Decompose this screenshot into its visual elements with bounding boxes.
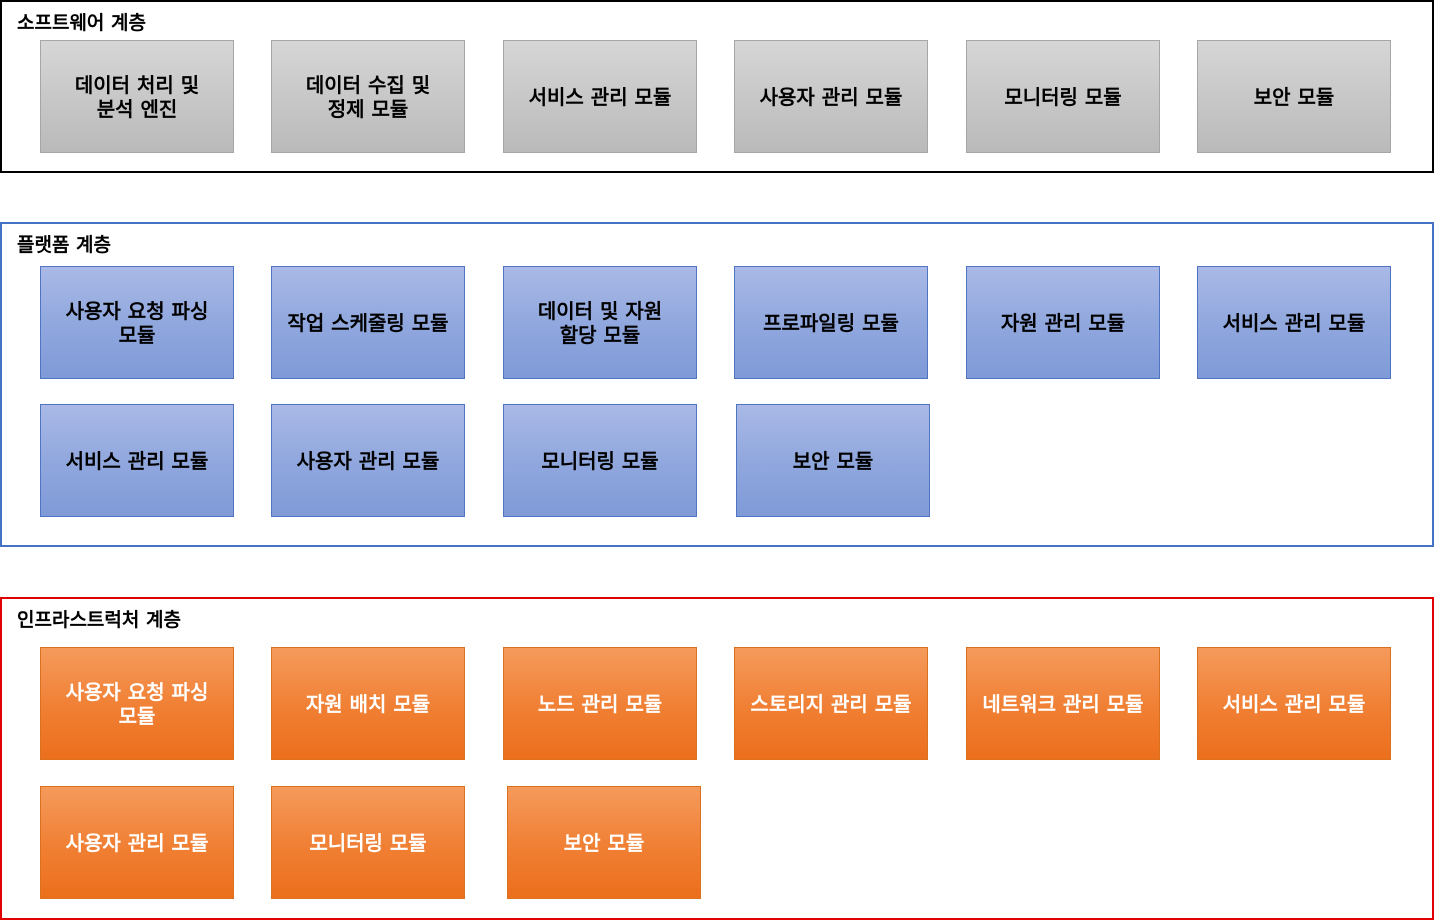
platform-module: 사용자 요청 파싱 모듈	[40, 266, 234, 379]
module-label: 자원 관리 모듈	[1000, 310, 1126, 335]
module-label: 데이터 수집 및 정제 모듈	[305, 72, 431, 121]
infrastructure-module: 네트워크 관리 모듈	[966, 647, 1160, 760]
platform-module: 보안 모듈	[736, 404, 930, 517]
software-layer: 소프트웨어 계층 데이터 처리 및 분석 엔진 데이터 수집 및 정제 모듈 서…	[0, 0, 1434, 173]
module-label: 서비스 관리 모듈	[1222, 691, 1366, 716]
software-layer-title: 소프트웨어 계층	[17, 12, 146, 34]
module-label: 작업 스케줄링 모듈	[287, 310, 449, 335]
module-label: 스토리지 관리 모듈	[750, 691, 912, 716]
infrastructure-module: 서비스 관리 모듈	[1197, 647, 1391, 760]
platform-module: 데이터 및 자원 할당 모듈	[503, 266, 697, 379]
infrastructure-layer-title: 인프라스트럭처 계층	[17, 609, 181, 631]
software-module: 사용자 관리 모듈	[734, 40, 928, 153]
software-module: 모니터링 모듈	[966, 40, 1160, 153]
platform-layer: 플랫폼 계층 사용자 요청 파싱 모듈 작업 스케줄링 모듈 데이터 및 자원 …	[0, 222, 1434, 547]
infrastructure-module: 사용자 관리 모듈	[40, 786, 234, 899]
infrastructure-layer: 인프라스트럭처 계층 사용자 요청 파싱 모듈 자원 배치 모듈 노드 관리 모…	[0, 597, 1434, 920]
platform-module: 사용자 관리 모듈	[271, 404, 465, 517]
module-label: 서비스 관리 모듈	[65, 448, 209, 473]
module-label: 데이터 및 자원 할당 모듈	[537, 298, 663, 347]
module-label: 사용자 관리 모듈	[296, 448, 440, 473]
software-module: 데이터 수집 및 정제 모듈	[271, 40, 465, 153]
module-label: 사용자 관리 모듈	[65, 830, 209, 855]
module-label: 네트워크 관리 모듈	[982, 691, 1144, 716]
module-label: 모니터링 모듈	[309, 830, 427, 855]
platform-module: 서비스 관리 모듈	[1197, 266, 1391, 379]
module-label: 보안 모듈	[563, 830, 645, 855]
module-label: 모니터링 모듈	[541, 448, 659, 473]
module-label: 자원 배치 모듈	[305, 691, 431, 716]
software-module: 보안 모듈	[1197, 40, 1391, 153]
software-module: 데이터 처리 및 분석 엔진	[40, 40, 234, 153]
infrastructure-module: 보안 모듈	[507, 786, 701, 899]
module-label: 사용자 관리 모듈	[759, 84, 903, 109]
module-label: 보안 모듈	[792, 448, 874, 473]
infrastructure-module: 모니터링 모듈	[271, 786, 465, 899]
module-label: 노드 관리 모듈	[537, 691, 663, 716]
platform-module: 서비스 관리 모듈	[40, 404, 234, 517]
software-module: 서비스 관리 모듈	[503, 40, 697, 153]
module-label: 데이터 처리 및 분석 엔진	[74, 72, 200, 121]
platform-module: 모니터링 모듈	[503, 404, 697, 517]
module-label: 보안 모듈	[1253, 84, 1335, 109]
platform-module: 프로파일링 모듈	[734, 266, 928, 379]
platform-module: 작업 스케줄링 모듈	[271, 266, 465, 379]
module-label: 모니터링 모듈	[1004, 84, 1122, 109]
module-label: 서비스 관리 모듈	[528, 84, 672, 109]
module-label: 사용자 요청 파싱 모듈	[65, 679, 209, 728]
module-label: 프로파일링 모듈	[763, 310, 899, 335]
infrastructure-module: 자원 배치 모듈	[271, 647, 465, 760]
platform-module: 자원 관리 모듈	[966, 266, 1160, 379]
module-label: 서비스 관리 모듈	[1222, 310, 1366, 335]
infrastructure-module: 스토리지 관리 모듈	[734, 647, 928, 760]
module-label: 사용자 요청 파싱 모듈	[65, 298, 209, 347]
platform-layer-title: 플랫폼 계층	[17, 234, 112, 256]
infrastructure-module: 사용자 요청 파싱 모듈	[40, 647, 234, 760]
infrastructure-module: 노드 관리 모듈	[503, 647, 697, 760]
